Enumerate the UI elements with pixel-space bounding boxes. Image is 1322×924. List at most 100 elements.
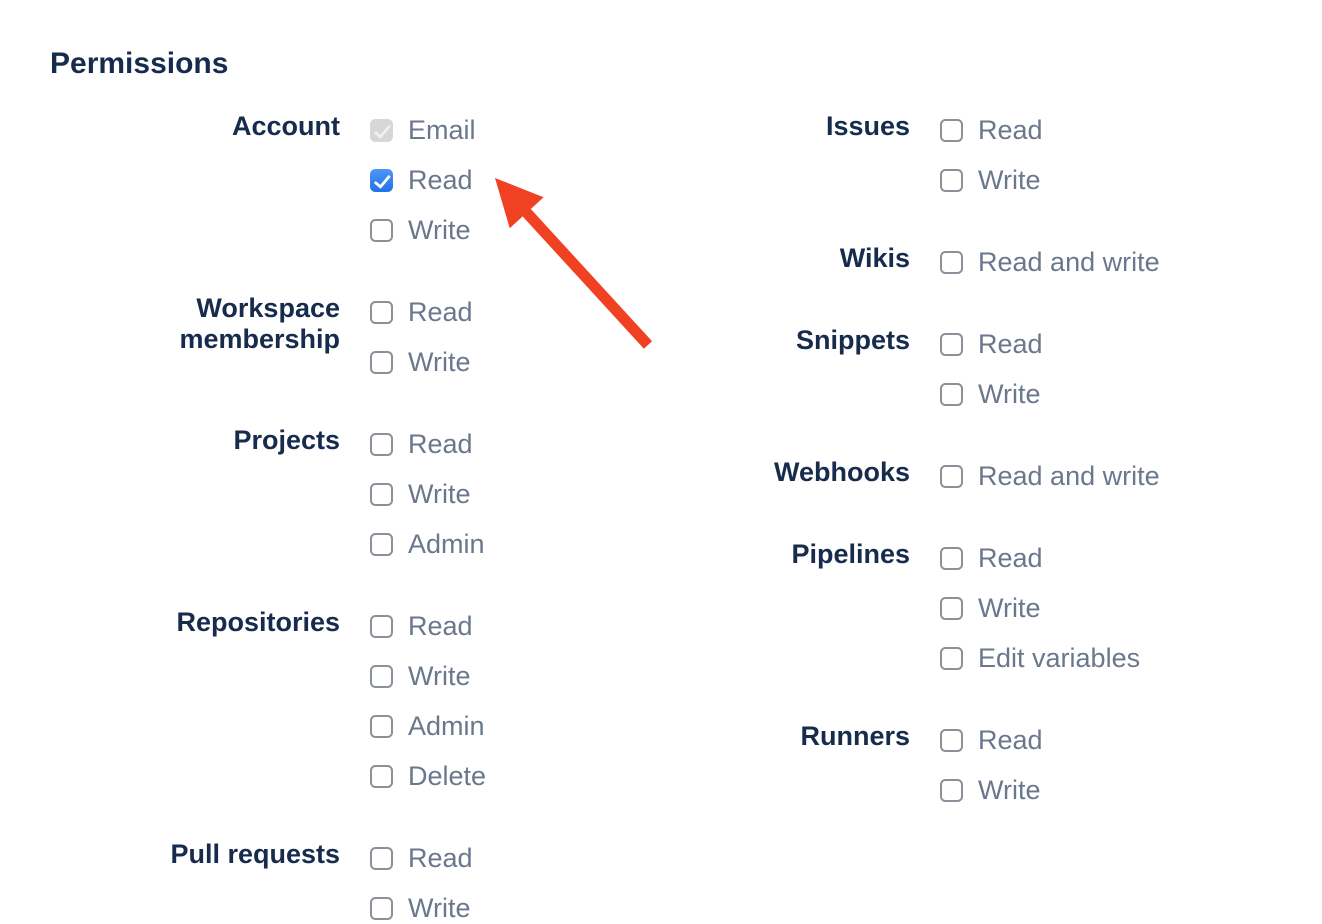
group-label-repositories: Repositories [176,607,340,637]
pipelines-read-label[interactable]: Read [978,543,1043,573]
group-label-projects: Projects [233,425,340,455]
option-pipelines-read[interactable]: Read [940,543,1140,574]
repositories-write-checkbox[interactable] [370,665,393,688]
pull-requests-read-label[interactable]: Read [408,843,473,873]
wikis-read-and-write-checkbox[interactable] [940,251,963,274]
option-account-write[interactable]: Write [370,215,476,246]
pipelines-write-checkbox[interactable] [940,597,963,620]
pipelines-read-checkbox[interactable] [940,547,963,570]
option-snippets-write[interactable]: Write [940,379,1043,410]
option-projects-read[interactable]: Read [370,429,485,460]
option-pull-requests-write[interactable]: Write [370,893,473,924]
projects-read-checkbox[interactable] [370,433,393,456]
annotation-arrow-shape [495,178,653,349]
option-runners-read[interactable]: Read [940,725,1043,756]
option-account-email: Email [370,115,476,146]
runners-read-checkbox[interactable] [940,729,963,752]
pull-requests-read-checkbox[interactable] [370,847,393,870]
option-pipelines-write[interactable]: Write [940,593,1140,624]
workspace-membership-read-checkbox[interactable] [370,301,393,324]
repositories-admin-label[interactable]: Admin [408,711,485,741]
pipelines-edit-variables-checkbox[interactable] [940,647,963,670]
options-list-webhooks: Read and write [940,461,1160,492]
runners-write-label[interactable]: Write [978,775,1041,805]
option-pull-requests-read[interactable]: Read [370,843,473,874]
option-workspace-membership-read[interactable]: Read [370,297,473,328]
issues-read-label[interactable]: Read [978,115,1043,145]
option-projects-admin[interactable]: Admin [370,529,485,560]
account-read-checkbox[interactable] [370,169,393,192]
issues-write-checkbox[interactable] [940,169,963,192]
option-workspace-membership-write[interactable]: Write [370,347,473,378]
group-label-pipelines: Pipelines [791,539,910,569]
account-write-checkbox[interactable] [370,219,393,242]
option-issues-write[interactable]: Write [940,165,1043,196]
pipelines-edit-variables-label[interactable]: Edit variables [978,643,1141,673]
issues-read-checkbox[interactable] [940,119,963,142]
snippets-read-checkbox[interactable] [940,333,963,356]
projects-admin-label[interactable]: Admin [408,529,485,559]
pull-requests-write-checkbox[interactable] [370,897,393,920]
options-list-wikis: Read and write [940,247,1160,278]
workspace-membership-read-label[interactable]: Read [408,297,473,327]
projects-write-checkbox[interactable] [370,483,393,506]
workspace-membership-write-label[interactable]: Write [408,347,471,377]
workspace-membership-write-checkbox[interactable] [370,351,393,374]
wikis-read-and-write-label[interactable]: Read and write [978,247,1160,277]
group-label-account: Account [232,111,340,141]
option-repositories-read[interactable]: Read [370,611,486,642]
projects-admin-checkbox[interactable] [370,533,393,556]
option-issues-read[interactable]: Read [940,115,1043,146]
option-pipelines-edit-variables[interactable]: Edit variables [940,643,1140,674]
runners-write-checkbox[interactable] [940,779,963,802]
snippets-read-label[interactable]: Read [978,329,1043,359]
webhooks-read-and-write-checkbox[interactable] [940,465,963,488]
option-runners-write[interactable]: Write [940,775,1043,806]
repositories-delete-checkbox[interactable] [370,765,393,788]
projects-write-label[interactable]: Write [408,479,471,509]
webhooks-read-and-write-label[interactable]: Read and write [978,461,1160,491]
repositories-write-label[interactable]: Write [408,661,471,691]
group-label-runners: Runners [800,721,910,751]
projects-read-label[interactable]: Read [408,429,473,459]
option-wikis-read-and-write[interactable]: Read and write [940,247,1160,278]
issues-write-label[interactable]: Write [978,165,1041,195]
pipelines-write-label[interactable]: Write [978,593,1041,623]
snippets-write-checkbox[interactable] [940,383,963,406]
option-repositories-admin[interactable]: Admin [370,711,486,742]
snippets-write-label[interactable]: Write [978,379,1041,409]
pull-requests-write-label[interactable]: Write [408,893,471,923]
option-webhooks-read-and-write[interactable]: Read and write [940,461,1160,492]
group-label-webhooks: Webhooks [773,457,910,487]
repositories-read-checkbox[interactable] [370,615,393,638]
repositories-admin-checkbox[interactable] [370,715,393,738]
repositories-read-label[interactable]: Read [408,611,473,641]
account-read-label[interactable]: Read [408,165,473,195]
runners-read-label[interactable]: Read [978,725,1043,755]
option-snippets-read[interactable]: Read [940,329,1043,360]
option-account-read[interactable]: Read [370,165,476,196]
repositories-delete-label[interactable]: Delete [408,761,487,791]
option-repositories-write[interactable]: Write [370,661,486,692]
permission-group-webhooks: Webhooks Read and write [640,457,1160,492]
option-projects-write[interactable]: Write [370,479,485,510]
option-repositories-delete[interactable]: Delete [370,761,486,792]
group-label-issues: Issues [825,111,910,141]
account-write-label[interactable]: Write [408,215,471,245]
